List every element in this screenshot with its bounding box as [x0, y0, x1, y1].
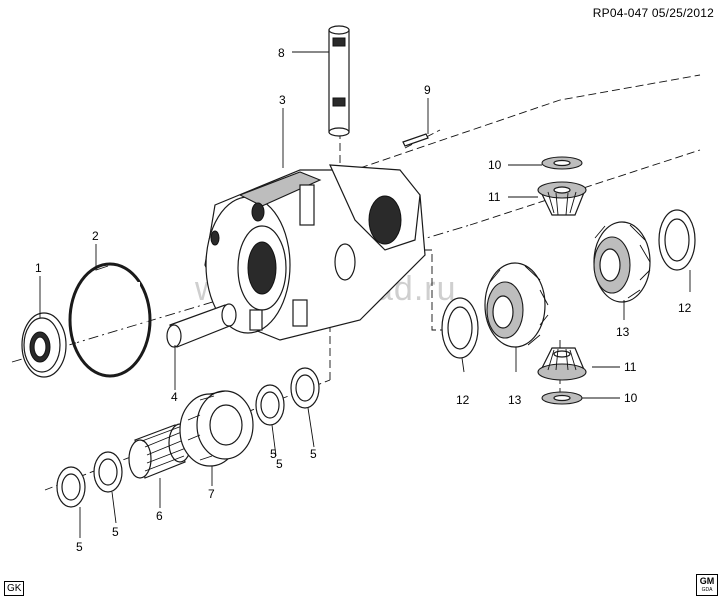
snap-ring-part-2 — [68, 262, 152, 378]
callout-5-c: 5 — [276, 457, 283, 471]
callout-13-left: 13 — [508, 393, 522, 407]
side-gear-left-part-13 — [484, 262, 549, 348]
callout-5-b: 5 — [112, 525, 119, 539]
pinion-gear-upper-part-11 — [537, 181, 587, 216]
washer-part-5-d — [290, 367, 320, 409]
washer-part-5-c — [255, 384, 285, 426]
callout-13-right: 13 — [616, 325, 630, 339]
callout-5-a: 5 — [76, 540, 83, 554]
lock-pin-part-9 — [402, 133, 429, 147]
callout-9: 9 — [424, 83, 431, 97]
pinion-gear-lower-part-11 — [537, 347, 587, 381]
gm-logo: GM GDA — [696, 574, 718, 596]
diagram-reference-code: RP04-047 05/25/2012 — [592, 6, 714, 20]
washer-part-5-b — [93, 451, 123, 493]
side-gear-washer-left-part-12 — [441, 297, 479, 359]
pinion-thrust-washer-upper-part-10 — [541, 156, 583, 170]
gm-logo-subtext: GDA — [701, 587, 713, 593]
callout-3: 3 — [279, 93, 286, 107]
callout-5-e: 5 — [270, 447, 277, 461]
callout-6: 6 — [156, 509, 163, 523]
cross-shaft-part-4 — [166, 303, 237, 348]
leader-lines — [39, 51, 691, 538]
pinion-shaft-part-8 — [328, 25, 350, 137]
upper-pinion-axis-line — [359, 74, 701, 169]
pinion-thrust-washer-lower-part-10 — [541, 391, 583, 405]
callout-10-upper: 10 — [488, 158, 502, 172]
seal-part-1 — [21, 312, 67, 378]
callout-10-lower: 10 — [624, 391, 638, 405]
callout-11-upper: 11 — [488, 190, 501, 204]
gk-badge: GK — [4, 581, 25, 596]
washer-part-5-a — [56, 466, 86, 508]
side-gear-washer-right-part-12 — [658, 209, 696, 271]
callout-5-d: 5 — [310, 447, 317, 461]
differential-case-part-3 — [204, 164, 426, 341]
callout-7: 7 — [208, 487, 215, 501]
callout-1: 1 — [35, 261, 42, 275]
needle-bearing-part-6 — [128, 423, 192, 479]
gm-logo-text: GM — [699, 576, 715, 586]
callout-12-right: 12 — [678, 301, 692, 315]
callout-12-left: 12 — [456, 393, 470, 407]
callout-8: 8 — [278, 46, 285, 60]
gear-part-7 — [179, 390, 254, 467]
callout-4: 4 — [171, 390, 178, 404]
side-gear-right-part-13 — [593, 221, 651, 303]
callout-11-lower: 11 — [624, 360, 637, 374]
callout-2: 2 — [92, 229, 99, 243]
